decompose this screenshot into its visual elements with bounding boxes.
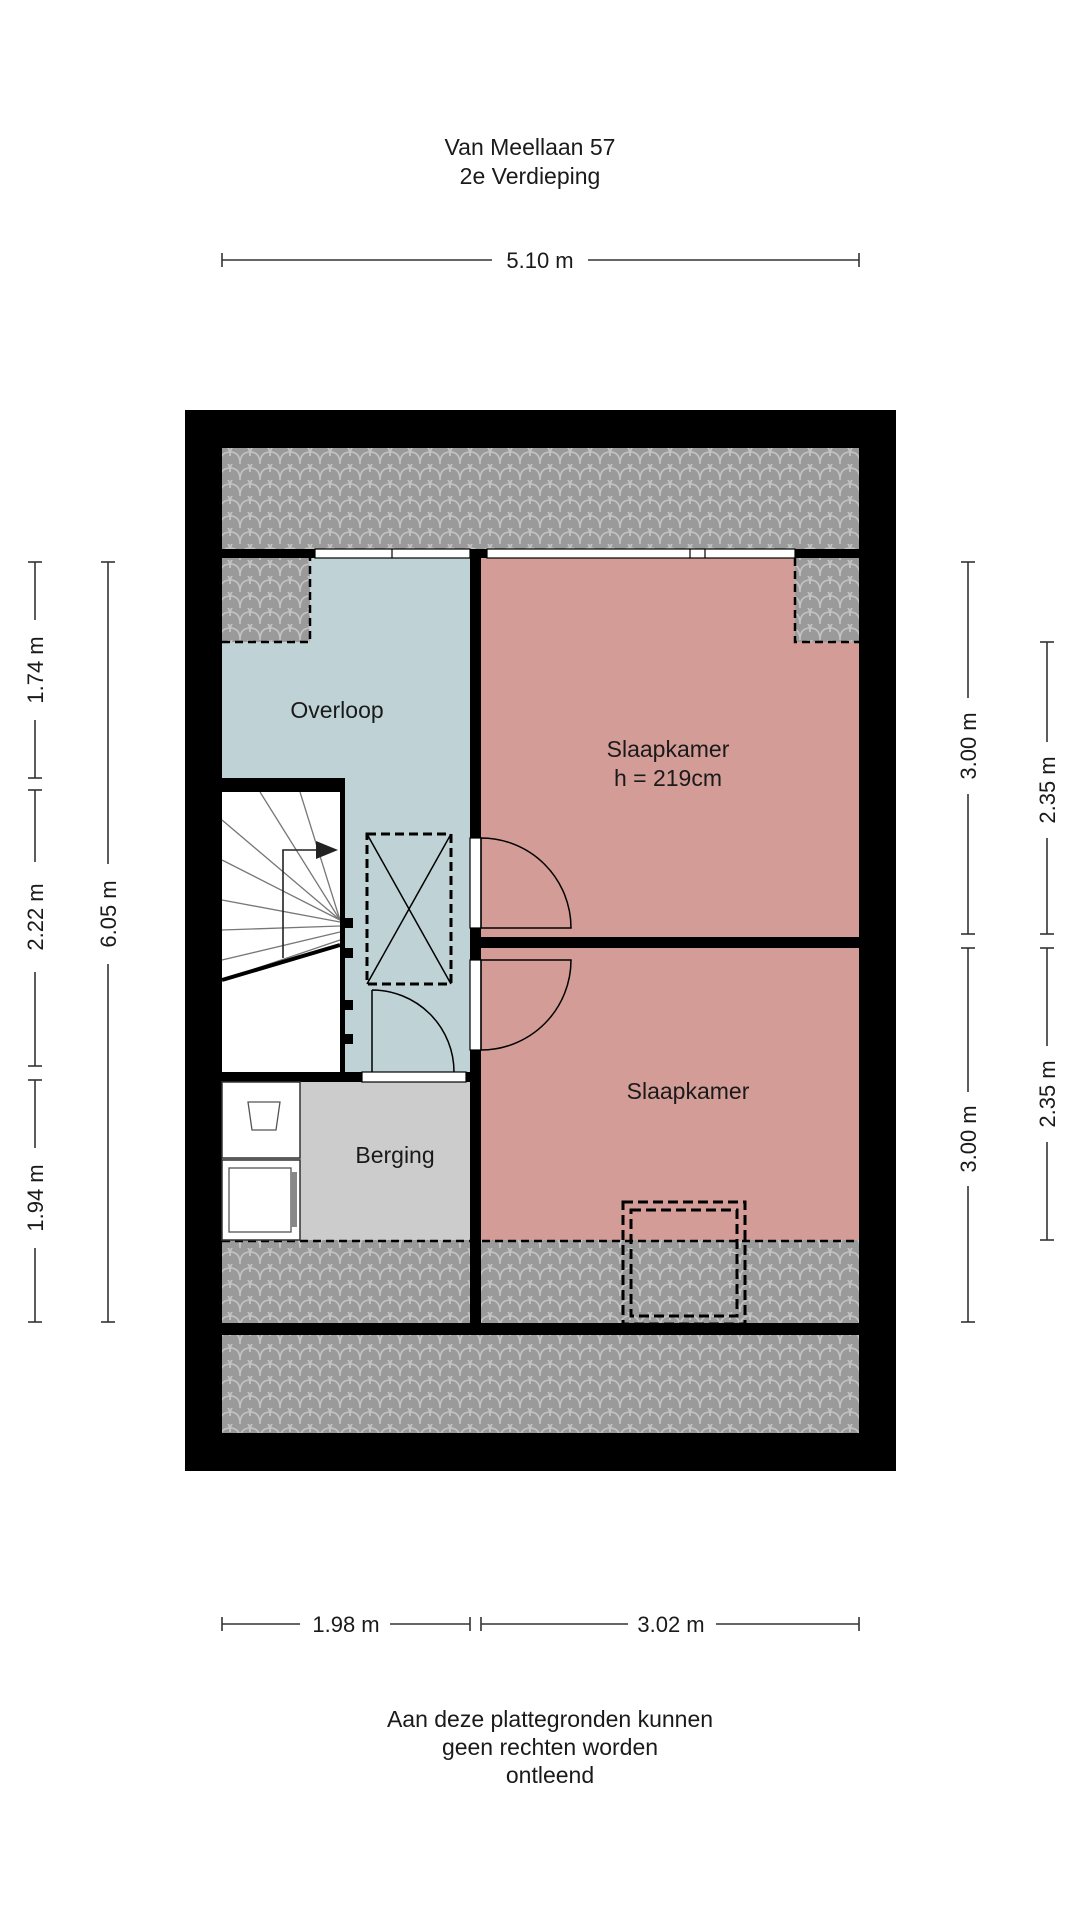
disclaimer: Aan deze plattegronden kunnen geen recht… <box>300 1705 800 1789</box>
attic-hatch <box>365 832 453 986</box>
window-bedroom <box>486 548 796 559</box>
attic-hatch-cross-2 <box>366 833 452 985</box>
roof-top <box>222 448 859 549</box>
wall-lower <box>222 1323 859 1335</box>
dimension-top-label: 5.10 m <box>506 248 573 273</box>
skylight-inner <box>629 1208 739 1318</box>
address-title: Van Meellaan 57 <box>444 134 616 160</box>
dimension-right-inner <box>961 561 975 1323</box>
label-storage: Berging <box>355 1142 434 1168</box>
door-opening-bedroom-1 <box>469 837 482 929</box>
dimension-bottom <box>221 1617 860 1631</box>
label-bedroom-1-height: h = 219cm <box>614 765 722 791</box>
door-swing-bedroom-1 <box>480 837 572 929</box>
dimension-left-outer-label: 6.05 m <box>96 880 121 947</box>
wall-stair-bottom <box>222 1072 470 1082</box>
door-swing-storage <box>371 989 455 1073</box>
wall-center <box>470 549 481 1333</box>
roof-right-low <box>481 1240 859 1323</box>
disclaimer-line-1: Aan deze plattegronden kunnen <box>386 1706 714 1732</box>
label-landing: Overloop <box>290 697 383 723</box>
disclaimer-line-3: ontleend <box>505 1762 595 1788</box>
dimension-right-inner-top-label: 3.00 m <box>956 712 981 779</box>
stair-railing <box>345 918 353 1044</box>
stair-cut-line <box>221 943 341 982</box>
bedroom-2-floor <box>481 948 859 1240</box>
door-opening-storage <box>361 1071 467 1083</box>
landing-floor <box>222 558 470 1072</box>
door-swing-bedroom-2 <box>480 959 572 1051</box>
label-bedroom-1: Slaapkamer <box>607 736 730 762</box>
disclaimer-line-2: geen rechten worden <box>441 1734 659 1760</box>
roof-bedroom-corner <box>795 558 859 642</box>
wall-bedrooms <box>481 937 859 948</box>
dimension-top <box>221 253 860 267</box>
dimension-right-outer-top-label: 2.35 m <box>1035 756 1060 823</box>
dimension-left-middle-label: 2.22 m <box>23 883 48 950</box>
roof-bottom <box>222 1335 859 1433</box>
stair-arrow <box>316 841 338 859</box>
dimension-bottom-left-label: 1.98 m <box>312 1612 379 1637</box>
dryer-icon <box>221 1159 301 1241</box>
label-bedroom-2: Slaapkamer <box>627 1078 750 1104</box>
roof-landing-corner <box>222 558 310 642</box>
roof-landing-edge <box>222 558 312 644</box>
roof-left-low <box>222 1240 470 1323</box>
floor-title: 2e Verdieping <box>459 163 601 189</box>
bedroom-1-floor <box>481 558 859 937</box>
washing-machine-icon <box>221 1081 301 1159</box>
staircase <box>222 792 340 1072</box>
window-landing <box>314 548 471 559</box>
dimension-left-outer <box>101 561 115 1323</box>
dimension-left-top-label: 1.74 m <box>23 636 48 703</box>
dimension-right-outer <box>1040 641 1054 1241</box>
wall-stair-top <box>222 778 345 792</box>
dimension-right-inner-bottom-label: 3.00 m <box>956 1105 981 1172</box>
dimension-left-bottom-label: 1.94 m <box>23 1164 48 1231</box>
dimension-left-inner <box>28 561 42 1323</box>
door-opening-bedroom-2 <box>469 959 482 1051</box>
wall-stair-side <box>340 778 345 1082</box>
stair-walk-line <box>282 849 322 958</box>
dimension-right-outer-bottom-label: 2.35 m <box>1035 1060 1060 1127</box>
dimension-bottom-right-label: 3.02 m <box>637 1612 704 1637</box>
roof-bedroom-edge <box>793 558 859 644</box>
